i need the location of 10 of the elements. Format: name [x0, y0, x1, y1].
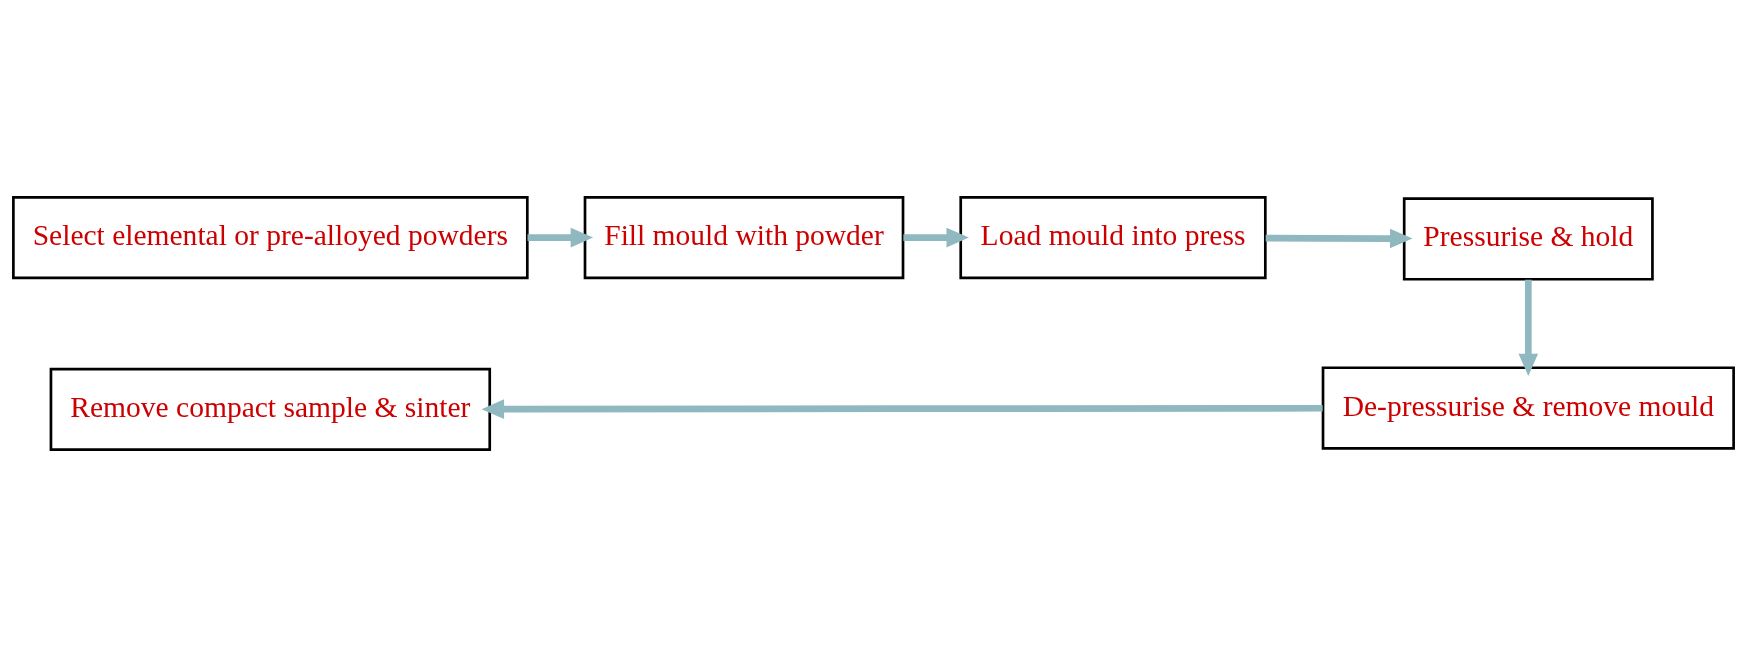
- node-box: Remove compact sample & sinter: [49, 367, 492, 451]
- arrow: [1265, 228, 1413, 249]
- arrow: [903, 227, 969, 248]
- node-box: Pressurise & hold: [1402, 197, 1654, 281]
- node-box: Select elemental or pre-alloyed powders: [12, 196, 529, 280]
- node-box: De-pressurise & remove mould: [1321, 366, 1735, 450]
- node-box: Load mould into press: [959, 196, 1267, 280]
- arrow: [1518, 279, 1539, 377]
- arrow: [527, 227, 594, 248]
- node-box: Fill mould with powder: [583, 196, 905, 280]
